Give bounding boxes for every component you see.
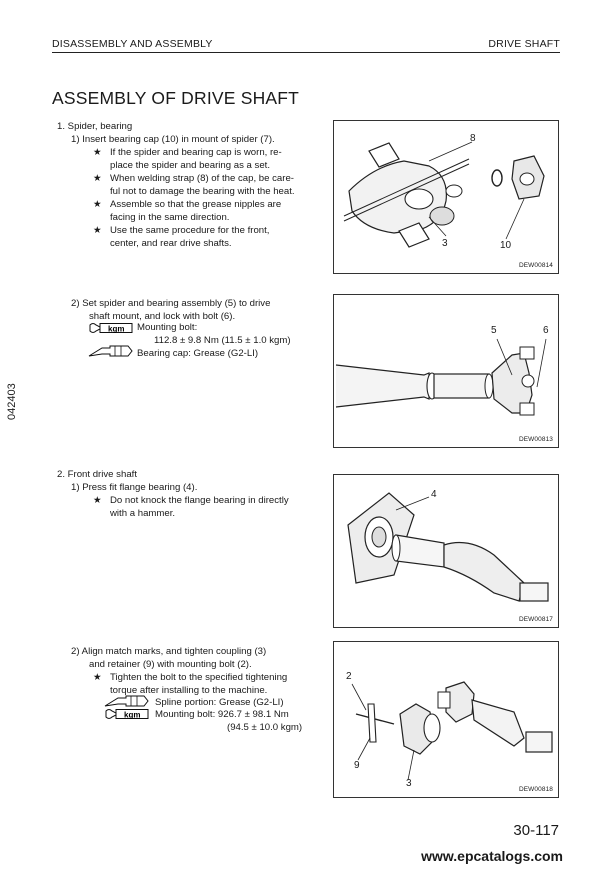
note-line: with a hammer. <box>110 508 176 519</box>
note-line: Tighten the bolt to the specified tighte… <box>110 672 288 683</box>
callout-3: 3 <box>442 238 448 249</box>
leader-3 <box>428 216 447 237</box>
leader-4 <box>395 496 430 511</box>
note-line: center, and rear drive shafts. <box>110 238 232 249</box>
leader-9 <box>357 737 371 761</box>
star-icon: ★ <box>93 672 102 683</box>
bolt-value: 112.8 ± 9.8 Nm (11.5 ± 1.0 kgm) <box>154 335 291 346</box>
leader-6 <box>536 338 547 388</box>
callout-8: 8 <box>470 133 476 144</box>
callout-6: 6 <box>543 325 549 336</box>
leader-2 <box>351 683 367 711</box>
figure-code: DEW00813 <box>518 436 553 443</box>
figure-spider-bearing: 8 3 10 DEW00814 <box>333 120 559 274</box>
bolt-label: Mounting bolt: <box>137 322 198 333</box>
bolt2-kgm: (94.5 ± 10.0 kgm) <box>227 722 303 733</box>
callout-3: 3 <box>406 778 412 789</box>
step1-sub2: 2) Set spider and bearing assembly (5) t… <box>71 298 271 309</box>
step1-sub1: 1) Insert bearing cap (10) in mount of s… <box>71 134 275 145</box>
callout-10: 10 <box>500 240 512 251</box>
note-line: Use the same procedure for the front, <box>110 225 270 236</box>
torque-wrench-icon: kgm <box>105 709 149 720</box>
note-line: place the spider and bearing as a set. <box>110 160 271 171</box>
step1-heading: 1. Spider, bearing <box>57 121 133 132</box>
star-icon: ★ <box>93 173 102 184</box>
figure-code: DEW00814 <box>518 262 553 269</box>
step2-sub2: and retainer (9) with mounting bolt (2). <box>89 659 252 670</box>
step2-heading: 2. Front drive shaft <box>57 469 137 480</box>
bolt2-value: Mounting bolt: 926.7 ± 98.1 Nm <box>155 709 289 720</box>
step2-sub1: 1) Press fit flange bearing (4). <box>71 482 198 493</box>
note-line: If the spider and bearing cap is worn, r… <box>110 147 282 158</box>
star-icon: ★ <box>93 199 102 210</box>
spline-note: Spline portion: Grease (G2-LI) <box>155 697 284 708</box>
header-section: DISASSEMBLY AND ASSEMBLY <box>52 38 213 50</box>
step2-sub2: 2) Align match marks, and tighten coupli… <box>71 646 267 657</box>
grease-note: Bearing cap: Grease (G2-LI) <box>137 348 259 359</box>
leader-3 <box>407 749 415 781</box>
leader-5 <box>496 338 513 376</box>
grease-gun-icon <box>88 345 133 357</box>
callout-2: 2 <box>346 671 352 682</box>
star-icon: ★ <box>93 225 102 236</box>
step1-sub2: shaft mount, and lock with bolt (6). <box>89 311 236 322</box>
torque-wrench-icon: kgm <box>89 323 133 334</box>
page-number: 30-117 <box>513 822 559 839</box>
callout-5: 5 <box>491 325 497 336</box>
note-line: facing in the same direction. <box>110 212 230 223</box>
figure-coupling-retainer: 2 9 3 DEW00818 <box>333 641 559 798</box>
kgm-badge: kgm <box>108 325 124 334</box>
page-title: ASSEMBLY OF DRIVE SHAFT <box>52 88 300 108</box>
figure-flange-bearing: 4 DEW00817 <box>333 474 559 628</box>
callout-9: 9 <box>354 760 360 771</box>
note-line: Assemble so that the grease nipples are <box>110 199 282 210</box>
star-icon: ★ <box>93 147 102 158</box>
leader-10 <box>505 198 525 240</box>
leader-8 <box>428 141 473 162</box>
header-topic: DRIVE SHAFT <box>488 38 560 50</box>
header-rule <box>52 52 560 53</box>
figure-code: DEW00817 <box>518 616 553 623</box>
note-line: When welding strap (8) of the cap, be ca… <box>110 173 294 184</box>
callout-4: 4 <box>431 489 437 500</box>
note-line: ful not to damage the bearing with the h… <box>110 186 295 197</box>
kgm-badge: kgm <box>124 711 140 720</box>
note-line: torque after installing to the machine. <box>110 685 268 696</box>
note-line: Do not knock the flange bearing in direc… <box>110 495 289 506</box>
side-code: 042403 <box>6 383 18 420</box>
grease-gun-icon <box>104 695 149 707</box>
star-icon: ★ <box>93 495 102 506</box>
figure-code: DEW00818 <box>518 786 553 793</box>
figure-drive-shaft-mount: 5 6 DEW00813 <box>333 294 559 448</box>
footer-url[interactable]: www.epcatalogs.com <box>421 848 563 864</box>
